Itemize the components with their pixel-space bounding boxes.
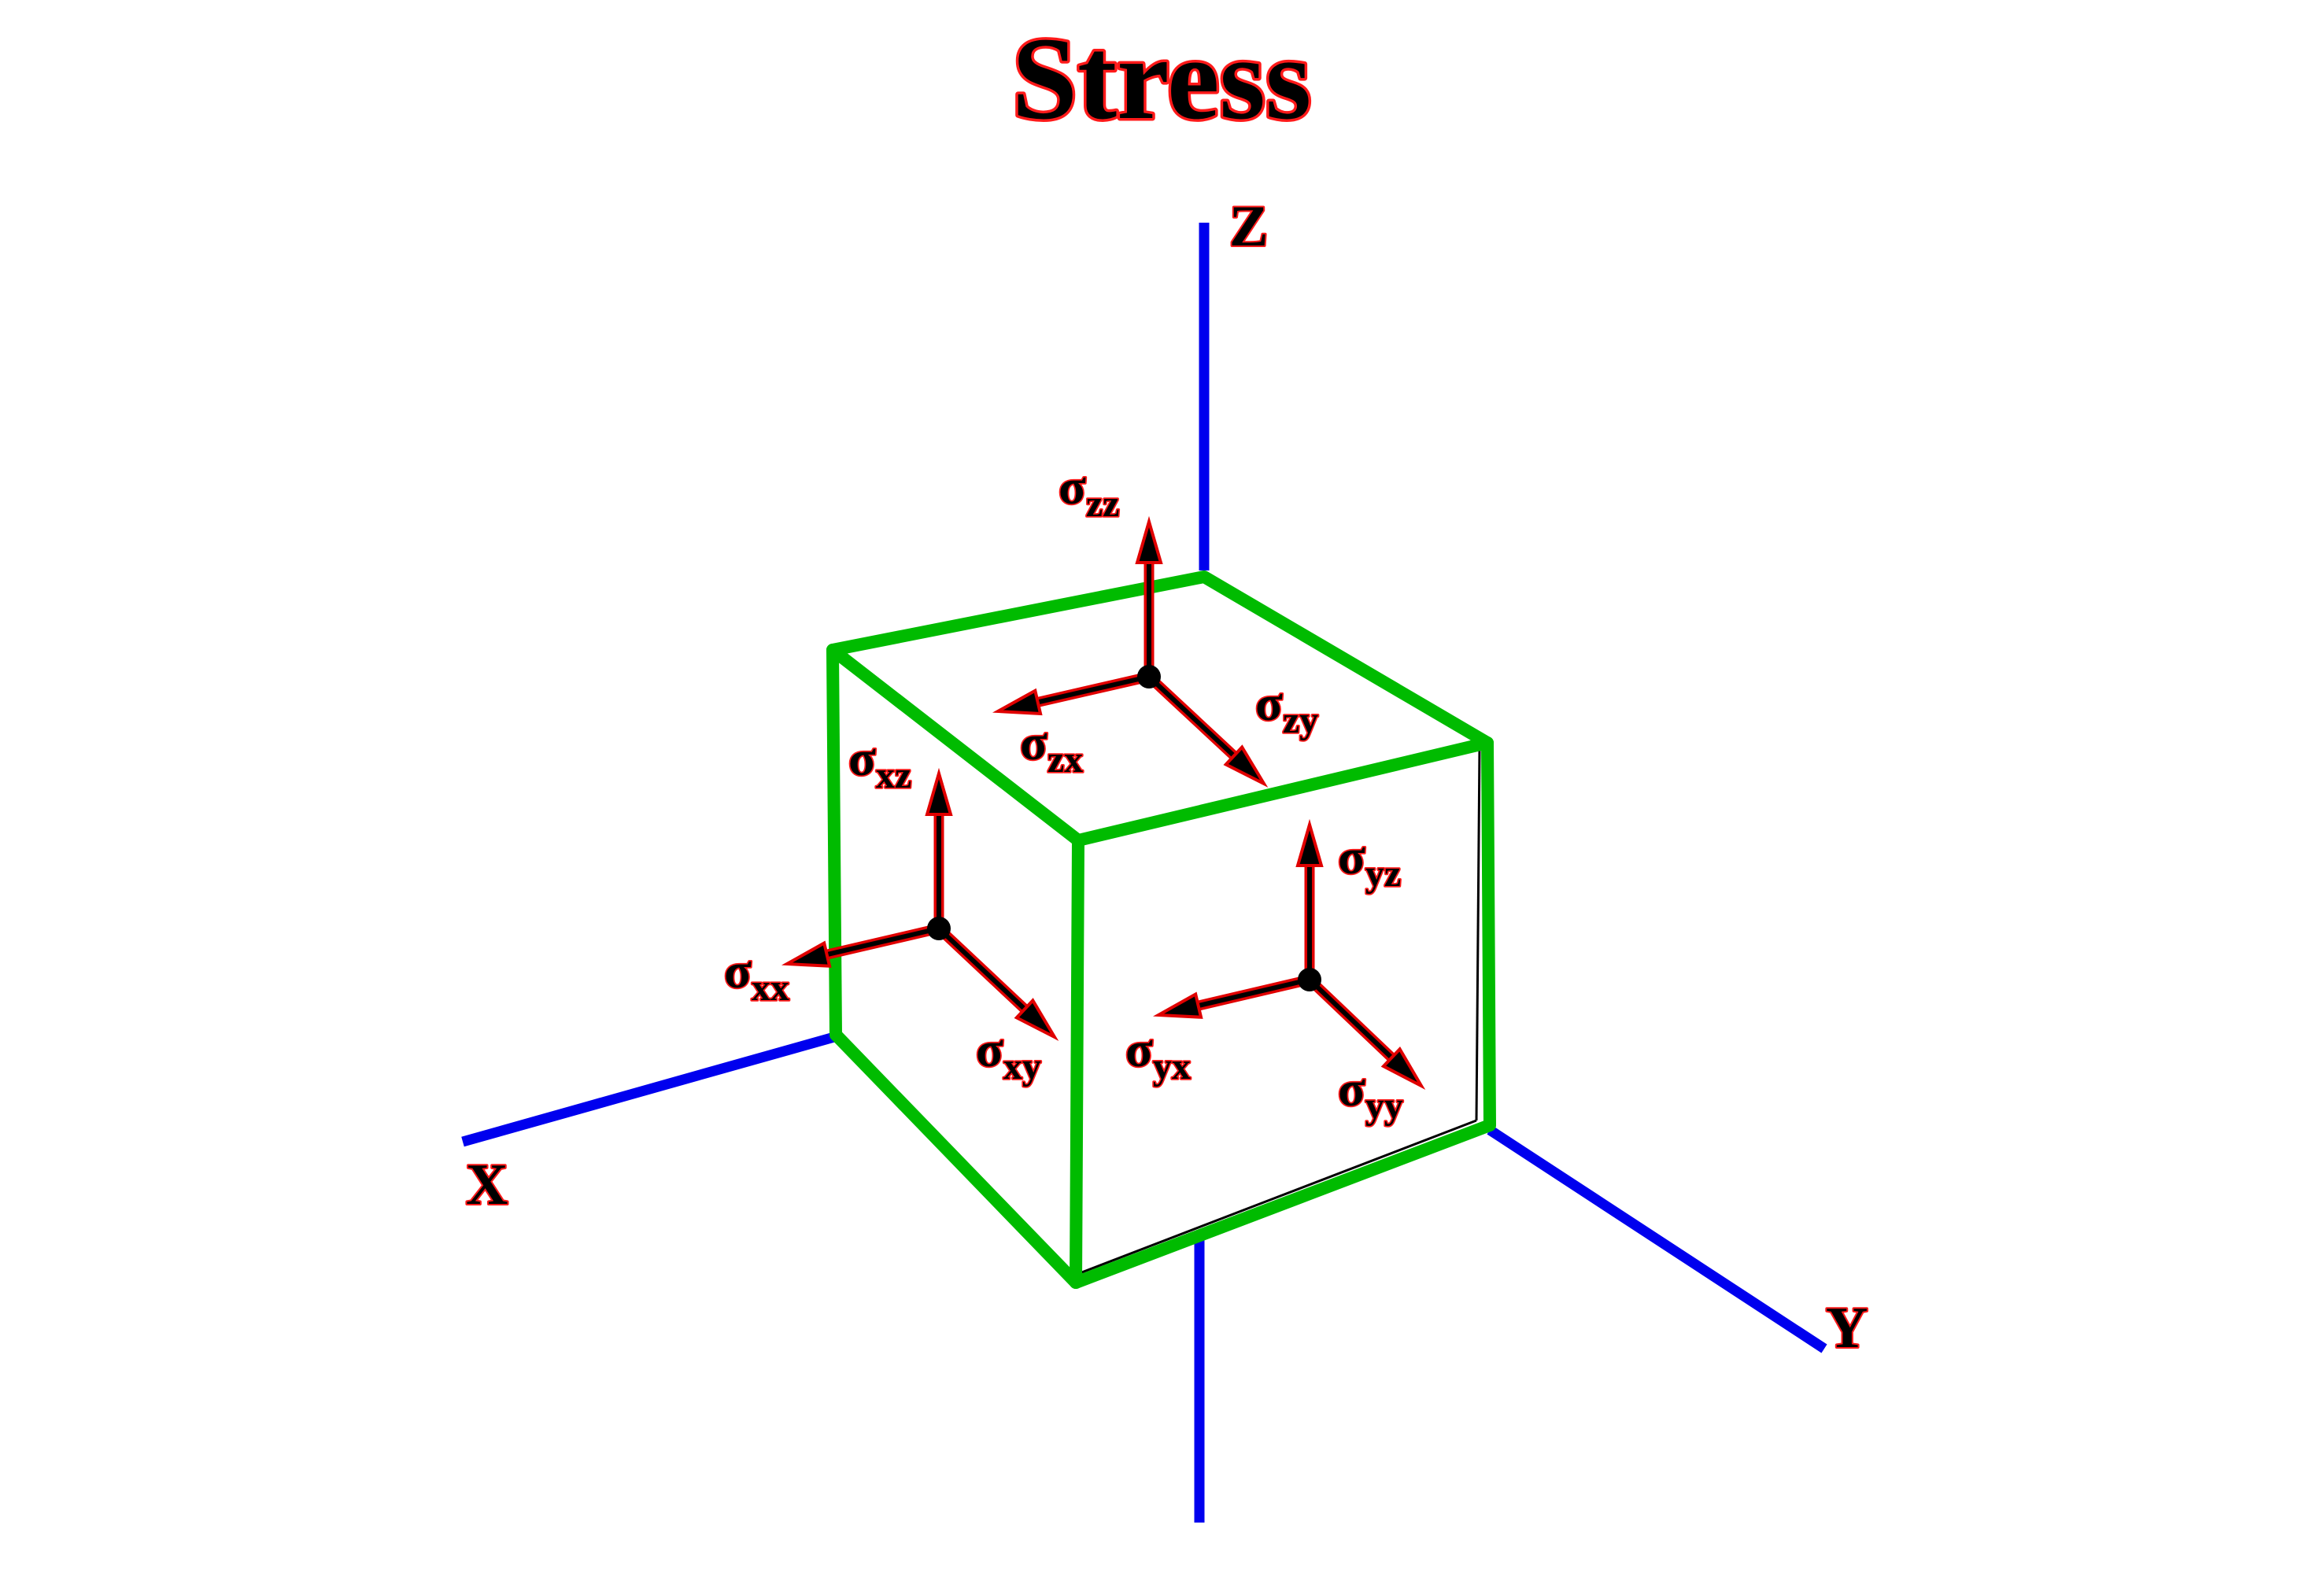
arrow-sigma-zy (1145, 673, 1269, 788)
stress-points (927, 665, 1321, 991)
arrow-sigma-xz (925, 767, 953, 928)
sigma-zy-label: σzy (1255, 675, 1318, 741)
arrow-sigma-zz-head (1135, 515, 1163, 564)
arrow-sigma-yy (1306, 976, 1426, 1090)
subscript-xz: xz (876, 755, 911, 796)
sigma-symbol: σ (1255, 675, 1283, 731)
subscript-yx: yx (1153, 1046, 1191, 1087)
sigma-symbol: σ (976, 1021, 1003, 1077)
arrow-sigma-yz-head (1295, 818, 1324, 867)
subscript-xy: xy (1003, 1046, 1041, 1087)
sigma-yx-label: σyx (1125, 1021, 1191, 1087)
cube-edge-bottom-right (1070, 1119, 1496, 1289)
cube-edge-left-vertical (826, 644, 842, 1041)
arrow-sigma-zz (1135, 515, 1163, 677)
sigma-yz-label: σyz (1338, 829, 1401, 895)
sigma-symbol: σ (848, 730, 876, 786)
sigma-symbol: σ (1020, 714, 1047, 770)
subscript-yy: yy (1365, 1085, 1403, 1127)
subscript-yz: yz (1365, 853, 1401, 895)
arrow-sigma-zx-head (992, 688, 1043, 716)
coordinate-axes (461, 223, 1827, 1523)
arrow-sigma-xx (781, 923, 940, 968)
stress-arrows (781, 515, 1426, 1090)
cube-edge-front-vertical (1070, 834, 1084, 1289)
sigma-yy-label: σyy (1338, 1061, 1403, 1127)
arrow-sigma-xy-head (1014, 998, 1059, 1041)
arrow-sigma-zy-head (1223, 744, 1269, 788)
arrow-sigma-yx (1152, 974, 1311, 1019)
subscript-zy: zy (1283, 700, 1318, 741)
y-axis (1487, 1125, 1827, 1353)
x-axis (461, 1032, 836, 1147)
arrow-sigma-yy-head (1380, 1046, 1426, 1090)
subscript-zz: zz (1086, 483, 1120, 525)
y-axis-label: Y (1826, 1296, 1868, 1360)
arrow-sigma-xy (935, 925, 1059, 1041)
top-face-point (1137, 665, 1161, 688)
arrow-sigma-xx-head (781, 940, 832, 968)
sigma-xz-label: σxz (848, 730, 911, 796)
sigma-xy-label: σxy (976, 1021, 1041, 1087)
subscript-zx: zx (1047, 739, 1083, 781)
cube-edges (826, 570, 1496, 1289)
arrow-sigma-zy-shaft (1147, 674, 1238, 760)
sigma-symbol: σ (1338, 829, 1365, 884)
cube-thin-edge-right (1475, 745, 1481, 1121)
sigma-symbol: σ (1125, 1021, 1153, 1077)
sigma-xx-label: σxx (724, 943, 789, 1009)
stress-labels: σzz σzx σzy σxz σxx σxy σyz σyx σyy (722, 457, 1404, 1128)
sigma-symbol: σ (1338, 1061, 1365, 1117)
arrow-sigma-zx-shaft (1034, 674, 1150, 706)
sigma-symbol: σ (1059, 459, 1086, 515)
arrow-sigma-yy-shaft (1307, 977, 1396, 1062)
sigma-zx-label: σzx (1020, 714, 1083, 781)
subscript-xx: xx (752, 967, 789, 1009)
arrow-sigma-yz (1295, 818, 1324, 980)
sigma-symbol: σ (724, 943, 752, 999)
z-axis-label: Z (1229, 194, 1268, 259)
cube-thin-edge-bottom (1079, 1119, 1477, 1275)
diagram-title: Stress (1012, 13, 1312, 144)
x-axis-label: X (466, 1153, 508, 1217)
x-face-point (927, 917, 951, 940)
sigma-zz-label: σzz (1059, 459, 1119, 525)
arrow-sigma-xx-shaft (823, 926, 940, 958)
arrow-sigma-zx (992, 671, 1151, 716)
arrow-sigma-xy-shaft (937, 926, 1029, 1013)
cube-thin-edges (1079, 745, 1481, 1275)
arrow-sigma-yx-head (1152, 991, 1203, 1019)
y-face-point (1298, 968, 1321, 991)
cube-edge-bottom-left (829, 1028, 1082, 1289)
cube-edge-right-vertical (1481, 736, 1496, 1131)
arrow-sigma-yx-shaft (1195, 977, 1310, 1009)
arrow-sigma-xz-head (925, 767, 953, 816)
